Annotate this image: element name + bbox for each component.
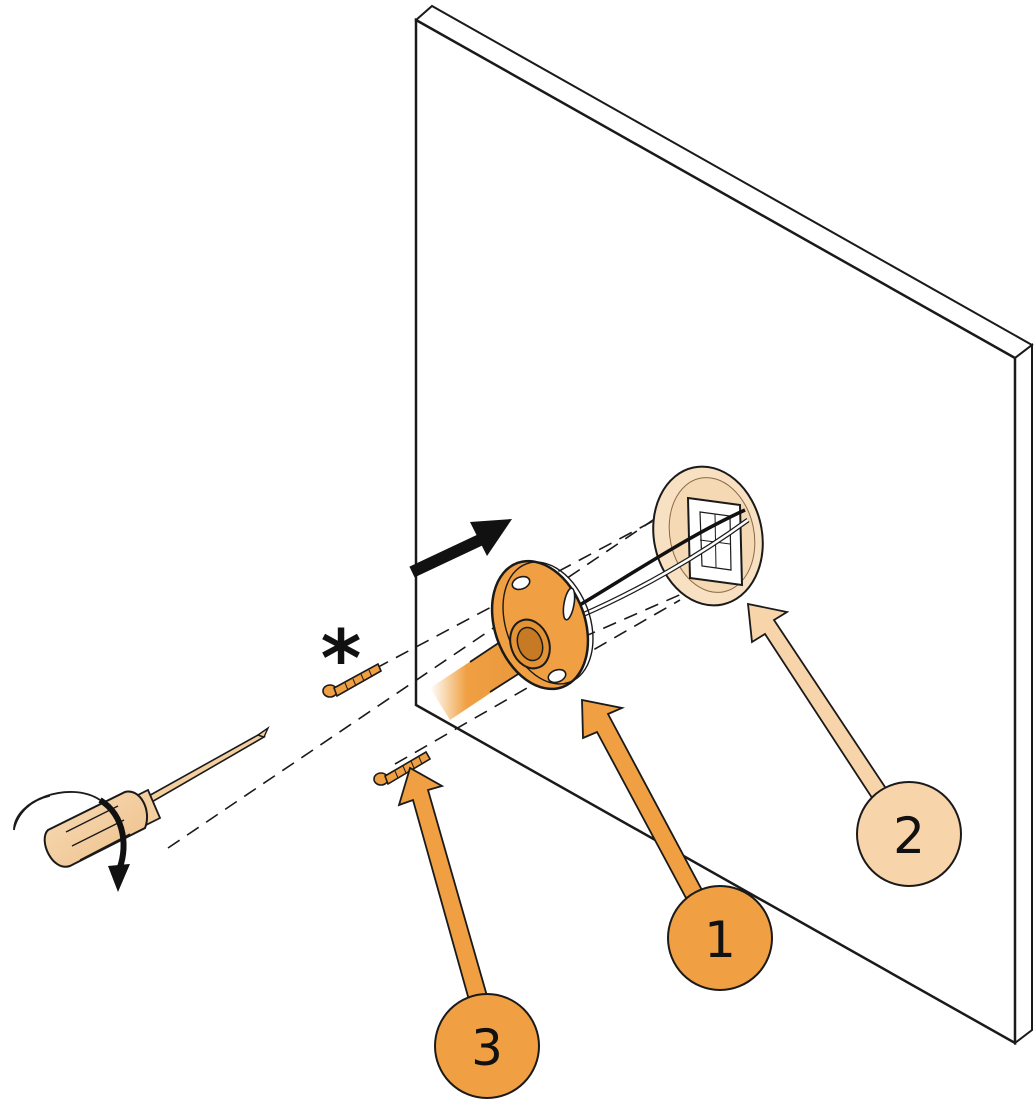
screwdriver [43,725,270,868]
mounting-flange [490,559,594,691]
callout-1-label: 1 [704,911,736,969]
callout-1: 1 [667,885,773,991]
callout-2: 2 [856,781,962,887]
callout-arrow-3 [397,766,489,1002]
callout-3: 3 [434,993,540,1099]
rotation-arrow [13,791,130,892]
callout-3-label: 3 [471,1019,503,1077]
cables [577,508,750,619]
asterisk-mark: * [321,615,362,705]
callout-arrow-1 [581,698,705,900]
callout-2-label: 2 [893,807,925,865]
direction-arrow [409,519,512,578]
callout-arrow-2 [746,602,895,809]
screw-upper [322,662,383,698]
screw-lower [373,750,432,786]
